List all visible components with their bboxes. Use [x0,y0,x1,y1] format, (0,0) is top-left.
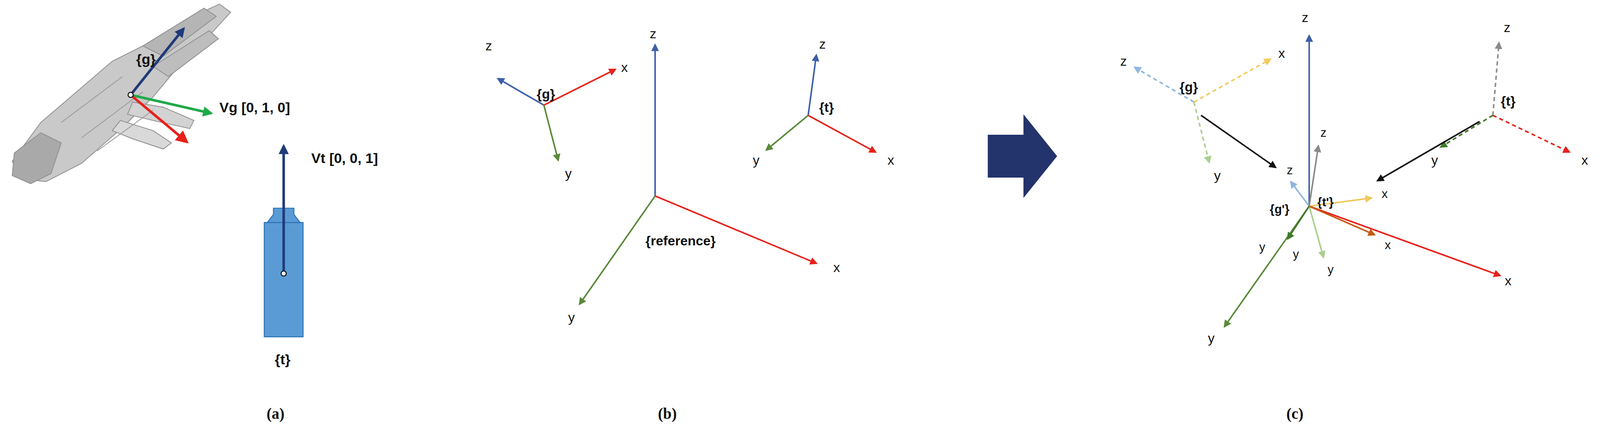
t2-z-axis [1309,145,1319,207]
hand-wrist [12,132,62,184]
t-translation-arrow [1377,121,1480,181]
axis-label: z [1320,126,1327,139]
vector-label: Vt [0, 0, 1] [311,150,379,166]
frame-label: {g} [135,51,156,67]
hand-origin [128,92,134,98]
axis-label: x [1381,187,1388,200]
frame-label: {t} [274,352,291,367]
frame-label: {reference} [645,234,716,248]
t-y-axis [766,115,809,150]
axis-label: z [819,37,826,51]
axis-label: z [649,27,657,41]
axis-label: z [485,39,493,53]
robot-hand [12,4,231,184]
t2-x-axis [1309,206,1375,235]
hand-detail [61,76,153,151]
g2-y-axis [1309,206,1324,258]
t2-y-axis [1287,206,1310,240]
frame-label: {g} [1179,80,1199,94]
axis-label: y [1213,168,1221,183]
axis-label: y [1208,331,1215,345]
axis-label: y [752,153,760,167]
hand-x-axis [130,94,187,142]
axis-label: x [1581,153,1588,167]
axis-label: y [1292,248,1300,261]
axis-label: z [1503,20,1511,35]
axis-label: z [1120,54,1127,68]
ref-x-axis [655,195,817,264]
ref-y-axis [579,195,656,304]
transition-arrow [987,114,1058,198]
ref-y-axis [1224,206,1310,327]
frame-label: {t} [819,100,835,114]
ref-z-axis [654,44,656,196]
axis-label: x [621,60,628,74]
axis-label: y [564,166,572,180]
axis-label: y [1259,241,1266,254]
axis-label: y [1327,263,1334,276]
panel-label: (b) [658,405,677,422]
axis-label: z [1301,10,1309,25]
ref-x-axis [1309,206,1500,276]
axis-label: x [1384,239,1391,252]
g-y-axis [543,105,558,161]
axis-label: z [1286,164,1294,177]
t-z-axis [808,55,817,116]
g-translation-arrow [1200,115,1276,168]
hand-z-axis [130,28,184,96]
axis-label: x [1278,46,1285,60]
axis-label: x [1504,273,1512,288]
frame-label: {t'} [1317,196,1334,209]
frame-label: {t} [1500,94,1516,108]
vector-label: Vg [0, 1, 0] [219,100,291,115]
frame-label: {g} [536,87,555,101]
t-y-axis-dashed [1440,115,1493,147]
bottle-vt-axis [282,145,285,274]
t-x-axis [808,115,876,152]
ref-z-axis [1308,35,1311,207]
axis-label: y [1431,153,1438,167]
g-x-axis-dashed [1193,59,1271,102]
axis-label: y [568,310,575,324]
panel-label: (a) [266,405,285,422]
axis-label: x [887,153,895,167]
bottle-origin [281,271,286,277]
hand-thumb [112,120,172,150]
panel-label: (c) [1286,405,1304,422]
t-x-axis-dashed [1492,115,1570,152]
t-z-axis-dashed [1492,42,1499,116]
g-y-axis-dashed [1193,101,1210,163]
g2-z-axis [1290,181,1310,207]
axis-label: x [833,260,841,274]
frame-label: {g'} [1269,203,1290,216]
